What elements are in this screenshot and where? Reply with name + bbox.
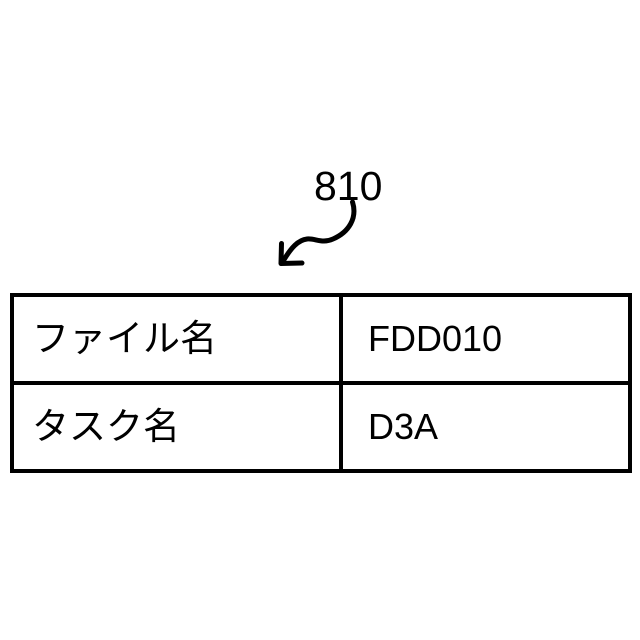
table-row: タスク名 D3A xyxy=(10,381,632,473)
table-cell-label-task-name: タスク名 xyxy=(10,381,343,473)
file-task-attribute-table: ファイル名 FDD010 タスク名 D3A xyxy=(10,293,632,473)
reference-numeral-label: 810 xyxy=(314,163,383,209)
table-cell-value-task-name: D3A xyxy=(339,381,632,473)
curved-leader-arrow-icon xyxy=(278,199,357,266)
table-row: ファイル名 FDD010 xyxy=(10,293,632,385)
table-cell-label-file-name: ファイル名 xyxy=(10,293,343,385)
table-cell-value-file-name: FDD010 xyxy=(339,293,632,385)
